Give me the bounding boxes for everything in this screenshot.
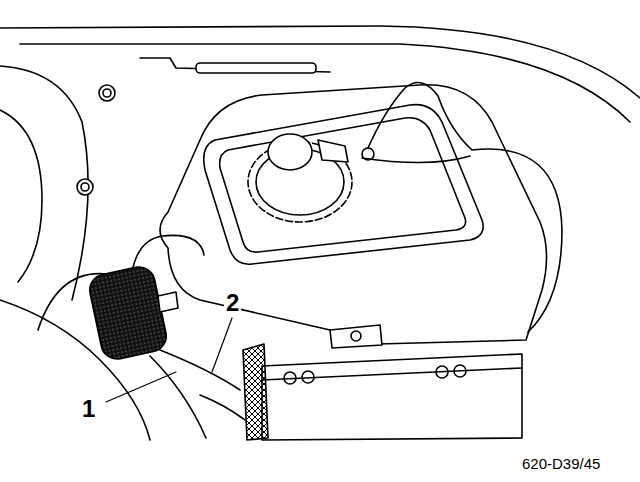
callout-number: 2	[224, 290, 241, 316]
figure-code: 620-D39/45	[520, 455, 602, 472]
sensor-wire	[368, 83, 562, 332]
bolt	[99, 85, 115, 101]
bolt	[103, 89, 111, 97]
bracket-hole	[302, 371, 314, 383]
bracket-hole	[436, 366, 448, 378]
reservoir-body	[160, 85, 547, 345]
cap-knob	[268, 134, 312, 170]
sensor-connector	[318, 140, 348, 162]
leader-line	[106, 372, 176, 402]
suppressor-component	[87, 264, 169, 362]
component-wire	[160, 350, 240, 390]
bracket-hole	[454, 365, 466, 377]
callout-number: 1	[80, 396, 97, 422]
component-wire	[132, 235, 204, 272]
wire-harness	[243, 344, 268, 440]
reservoir-rim	[204, 105, 483, 265]
mount-bracket-edge	[262, 368, 522, 380]
reservoir-rim-inner	[220, 118, 466, 252]
strut-arc	[0, 110, 42, 282]
bolt	[77, 179, 93, 195]
bracket-hole	[284, 372, 296, 384]
rod-sleeve	[196, 63, 316, 73]
bracket-bolt	[351, 331, 361, 341]
sensor-wire	[362, 156, 470, 163]
component-wire	[150, 356, 206, 438]
hood-rod	[140, 58, 330, 72]
component-clip	[158, 292, 178, 312]
hood-edge	[0, 26, 640, 98]
leader-line	[212, 318, 232, 372]
component-wire	[200, 395, 245, 420]
strut-tower	[0, 66, 88, 300]
bracket-tab	[330, 325, 382, 348]
bolt	[81, 183, 89, 191]
mount-bracket	[262, 354, 522, 440]
